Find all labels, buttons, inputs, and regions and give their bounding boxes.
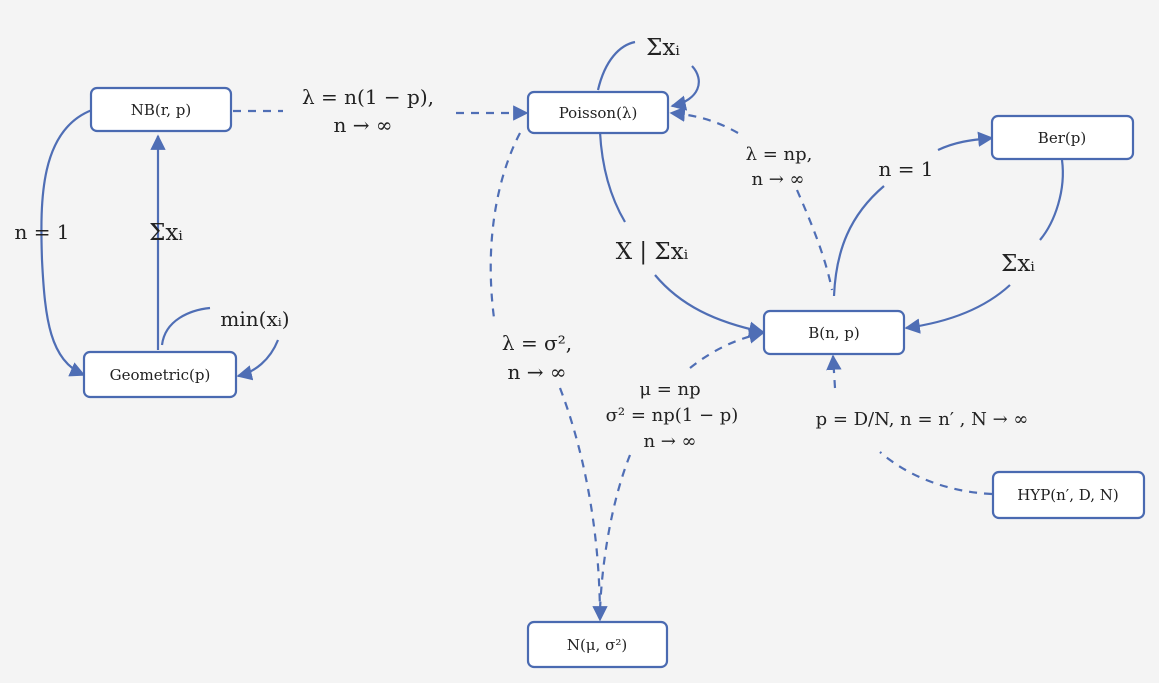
- label-binomial-poisson-2: n → ∞: [751, 169, 804, 190]
- label-poisson-binomial: X | Σxᵢ: [616, 239, 689, 265]
- label-poisson-normal-1: λ = σ²,: [502, 331, 572, 355]
- edge-hyp-to-binomial-a: [826, 354, 842, 389]
- edge-ber-to-binomial-b: [904, 284, 1011, 334]
- label-ber-binomial: Σxᵢ: [1001, 251, 1035, 277]
- node-nb-label: NB(r, p): [131, 101, 192, 119]
- node-geometric-label: Geometric(p): [110, 366, 211, 384]
- edge-binomial-to-ber-b: [937, 131, 994, 151]
- edge-binomial-to-ber-a: [832, 185, 885, 297]
- label-nb-poisson-2: n → ∞: [333, 113, 392, 137]
- node-nb: NB(r, p): [89, 86, 233, 133]
- edge-binomial-to-normal-a: [689, 328, 765, 369]
- node-normal: N(μ, σ²): [526, 620, 669, 669]
- node-ber: Ber(p): [990, 114, 1135, 161]
- label-poisson-self: Σxᵢ: [646, 35, 680, 61]
- label-nb-poisson-1: λ = n(1 − p),: [302, 85, 434, 109]
- label-geometric-sum: Σxᵢ: [149, 220, 183, 246]
- label-binomial-normal-3: n → ∞: [643, 431, 696, 452]
- node-binomial: B(n, p): [762, 309, 906, 356]
- edge-poisson-self-loop: [596, 40, 700, 106]
- edge-binomial-to-normal-b: [598, 454, 632, 611]
- node-hyp: HYP(n′, D, N): [991, 470, 1146, 520]
- edge-poisson-to-binomial-b: [654, 274, 765, 337]
- edge-poisson-to-normal-a: [489, 132, 521, 319]
- edge-geometric-min-loop: [160, 306, 280, 376]
- label-nb-geometric: n = 1: [14, 220, 69, 244]
- node-geometric: Geometric(p): [82, 350, 238, 399]
- edge-binomial-to-poisson-b: [795, 189, 834, 291]
- label-poisson-normal-2: n → ∞: [507, 360, 566, 384]
- label-hyp-binomial: p = D/N, n = n′ , N → ∞: [816, 409, 1029, 430]
- edge-poisson-to-binomial-a: [598, 131, 626, 223]
- edge-hyp-to-binomial-b: [879, 451, 993, 496]
- label-binomial-poisson-1: λ = np,: [746, 144, 813, 165]
- label-binomial-ber: n = 1: [878, 157, 933, 181]
- node-poisson: Poisson(λ): [526, 90, 670, 135]
- node-hyp-label: HYP(n′, D, N): [1017, 486, 1119, 504]
- node-poisson-label: Poisson(λ): [559, 104, 638, 122]
- edge-nb-to-geometric: [40, 108, 93, 377]
- edge-binomial-to-poisson-a: [669, 106, 739, 134]
- label-binomial-normal-2: σ² = np(1 − p): [606, 405, 739, 426]
- node-ber-label: Ber(p): [1038, 129, 1086, 147]
- edge-poisson-to-normal-b: [558, 387, 608, 622]
- edge-ber-to-binomial-a: [1039, 159, 1064, 241]
- node-binomial-label: B(n, p): [808, 324, 860, 342]
- node-normal-label: N(μ, σ²): [567, 636, 627, 654]
- label-geometric-min: min(xᵢ): [220, 307, 289, 331]
- label-binomial-normal-1: μ = np: [639, 379, 700, 400]
